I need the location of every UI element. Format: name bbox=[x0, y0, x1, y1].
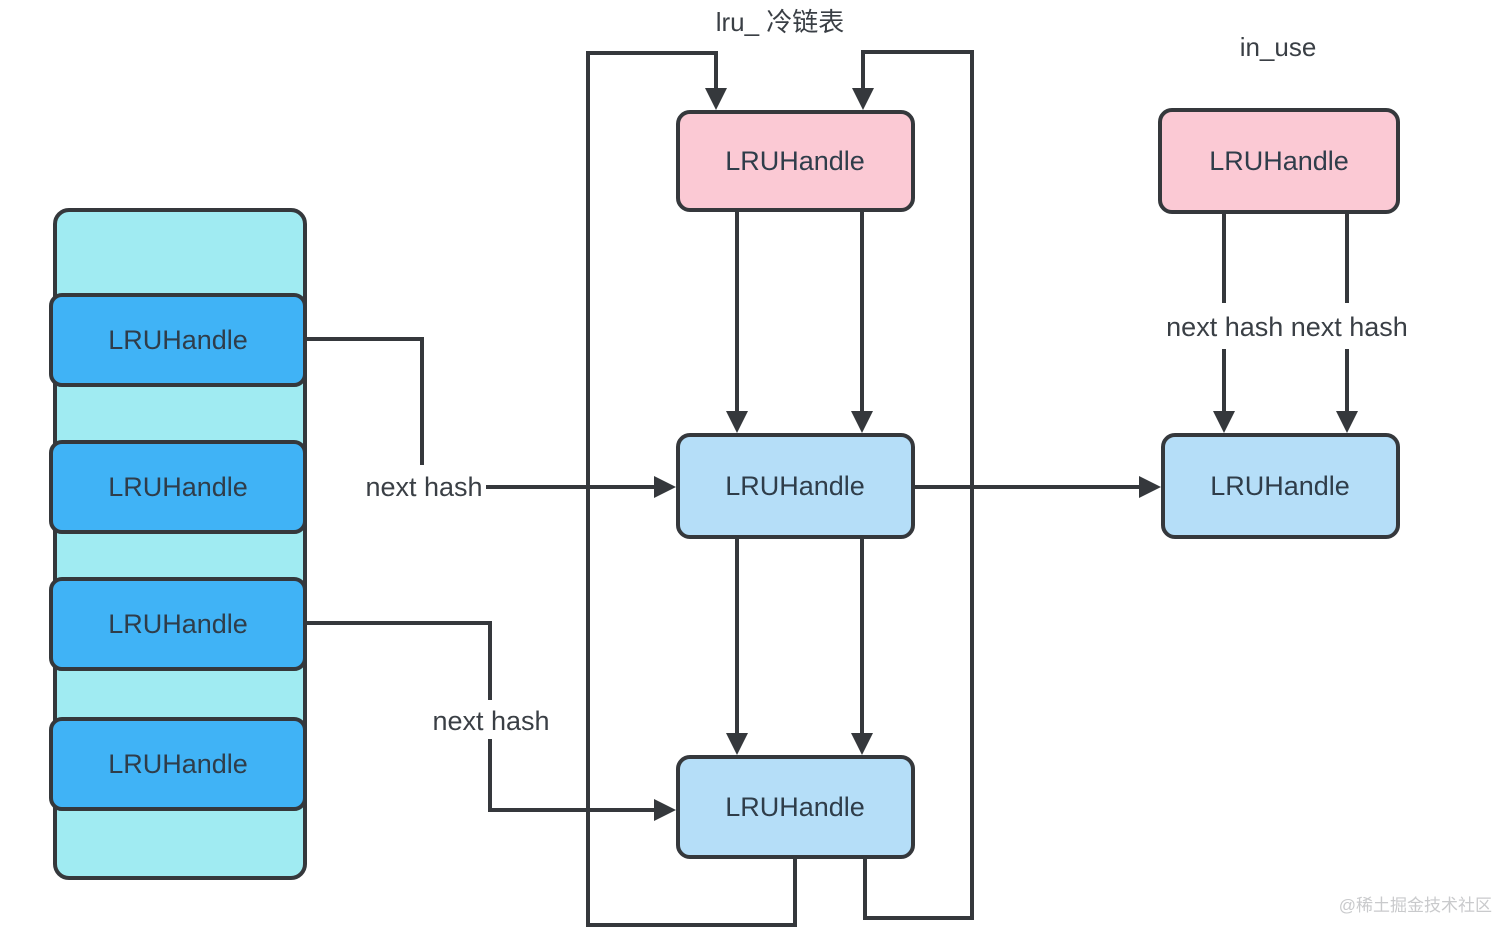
arrowhead-icon bbox=[654, 799, 676, 821]
lru-handle-label: LRUHandle bbox=[108, 749, 248, 779]
lru-handle-box bbox=[49, 440, 307, 534]
lru-handle-box bbox=[49, 717, 307, 811]
arrowhead-icon bbox=[851, 733, 873, 755]
lru-handle-node: LRUHandle bbox=[676, 433, 915, 539]
lru-handle-node: LRUHandle bbox=[49, 577, 307, 671]
in-use-title: in_use bbox=[1240, 32, 1317, 62]
arrowhead-icon bbox=[726, 411, 748, 433]
lru-handle-label: LRUHandle bbox=[725, 792, 865, 822]
next-hash-connector-top: next hash bbox=[305, 337, 676, 502]
next-hash-pair-label: next hash next hash bbox=[1166, 312, 1408, 342]
arrowhead-icon bbox=[705, 88, 727, 110]
flow-line bbox=[305, 621, 492, 700]
lru-handle-label: LRUHandle bbox=[725, 146, 865, 176]
arrowhead-icon bbox=[726, 733, 748, 755]
arrowhead-icon bbox=[1213, 411, 1235, 433]
flow-line bbox=[305, 337, 424, 465]
lru-handle-node: LRUHandle bbox=[49, 293, 307, 387]
arrowhead-icon bbox=[1336, 411, 1358, 433]
lru-handle-box bbox=[1161, 433, 1400, 539]
lru-handle-node: LRUHandle bbox=[676, 110, 915, 212]
watermark-text: @稀土掘金技术社区 bbox=[1339, 896, 1492, 915]
lru-handle-label: LRUHandle bbox=[1209, 146, 1349, 176]
lru-handle-label: LRUHandle bbox=[108, 325, 248, 355]
flow-line bbox=[488, 739, 656, 812]
lru-handle-label: LRUHandle bbox=[108, 472, 248, 502]
lru-handle-label: LRUHandle bbox=[1210, 471, 1350, 501]
lru-handle-box bbox=[676, 755, 915, 859]
next-hash-connector-bottom: next hash bbox=[305, 621, 676, 821]
cold-list-section: lru_ 冷链表 LRUHandle L bbox=[586, 7, 974, 927]
arrowhead-icon bbox=[1139, 476, 1161, 498]
arrowhead-icon bbox=[852, 88, 874, 110]
in-use-section: in_use LRUHandle next hash next hash LRU… bbox=[1158, 32, 1408, 539]
lru-handle-node: LRUHandle bbox=[676, 755, 915, 859]
lru-handle-label: LRUHandle bbox=[725, 471, 865, 501]
hash-bucket-column: LRUHandle LRUHandle LRUHandle LRUHandle bbox=[49, 208, 307, 880]
next-hash-label: next hash bbox=[432, 706, 549, 736]
lru-handle-box bbox=[1158, 108, 1400, 214]
cold-to-inuse-connector bbox=[913, 476, 1161, 498]
cold-list-title: lru_ 冷链表 bbox=[716, 7, 845, 37]
lru-handle-box bbox=[676, 110, 915, 212]
flow-line bbox=[586, 51, 797, 927]
lru-handle-label: LRUHandle bbox=[108, 609, 248, 639]
lru-handle-node: LRUHandle bbox=[1158, 108, 1400, 214]
lru-handle-node: LRUHandle bbox=[1161, 433, 1400, 539]
next-hash-label: next hash bbox=[365, 472, 482, 502]
lru-handle-node: LRUHandle bbox=[49, 440, 307, 534]
arrowhead-icon bbox=[654, 476, 676, 498]
arrowhead-icon bbox=[851, 411, 873, 433]
lru-handle-node: LRUHandle bbox=[49, 717, 307, 811]
